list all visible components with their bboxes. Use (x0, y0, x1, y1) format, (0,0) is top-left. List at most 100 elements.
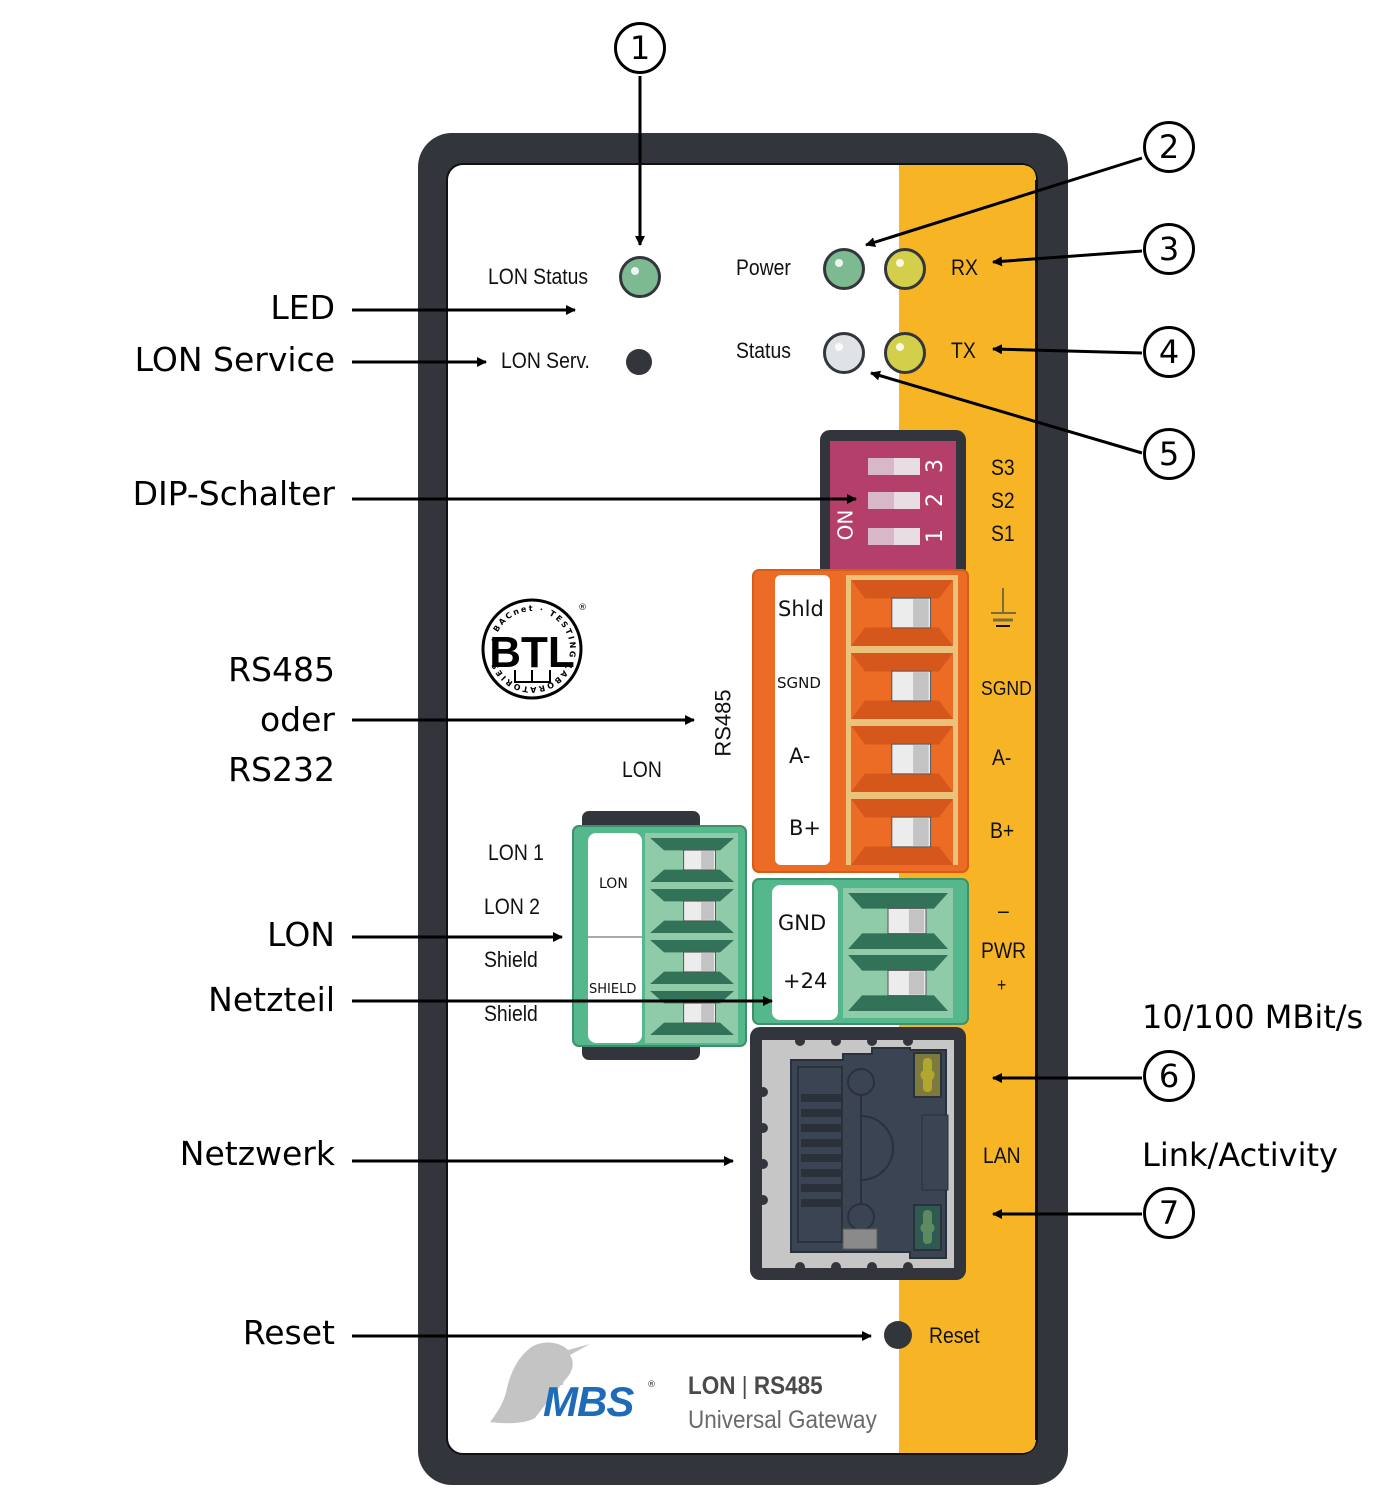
lan-port[interactable] (750, 1027, 966, 1280)
btl-letters: BTL (489, 628, 575, 677)
lon-pin-label-lon2: LON 2 (484, 894, 540, 919)
power-pin-gnd: GND (778, 911, 827, 935)
callout-1: 1 (614, 22, 666, 74)
callout-6: 6 (1143, 1050, 1195, 1102)
dip-side-label-s2: S2 (991, 488, 1015, 513)
mbs-penguin-logo (490, 1342, 590, 1424)
left-label-netzteil: Netzteil (208, 980, 335, 1019)
rs485-terminal-slot-4[interactable] (851, 799, 953, 865)
left-label-led: LED (270, 288, 335, 327)
power-terminal-slot-1[interactable] (848, 893, 948, 949)
lon-terminal-slot-1[interactable] (650, 838, 734, 882)
arrow-callout-4 (992, 344, 1143, 355)
left-label-dip: DIP-Schalter (132, 474, 335, 513)
callout-1-number: 1 (629, 29, 651, 67)
dip-number-1: 1 (923, 529, 948, 543)
lon-pin-label-shield-2: Shield (484, 1001, 538, 1026)
reset-button[interactable] (884, 1321, 912, 1349)
product-subtitle: Universal Gateway (688, 1406, 877, 1434)
dip-switch-2[interactable] (868, 492, 920, 509)
rs485-terminal-slot-3[interactable] (851, 726, 953, 792)
power-terminal-slot-2[interactable] (848, 955, 948, 1011)
tx-led (884, 332, 926, 374)
rs485-pin-sgnd: SGND (777, 674, 821, 692)
dip-number-2: 2 (923, 493, 948, 507)
lon-group-label: LON (599, 876, 628, 892)
left-label-rs485: RS485 (228, 650, 335, 689)
dip-number-3: 3 (923, 459, 948, 473)
stripe-label-a: A- (992, 745, 1012, 770)
power-pin-24v: +24 (783, 969, 828, 993)
callout-7: 7 (1143, 1187, 1195, 1239)
dip-switch-3[interactable] (868, 458, 920, 475)
stripe-label-pwr: PWR (981, 938, 1027, 963)
callout-7-number: 7 (1158, 1194, 1180, 1232)
status-led (823, 332, 865, 374)
arrow-callout-2 (865, 156, 1143, 248)
callout-3-number: 3 (1158, 230, 1180, 268)
stripe-label-b: B+ (990, 818, 1015, 843)
callout-6-number: 6 (1158, 1057, 1180, 1095)
arrow-callout-3 (992, 249, 1143, 267)
callout-7-caption: Link/Activity (1142, 1136, 1338, 1174)
lon-pin-label-lon1: LON 1 (488, 840, 544, 865)
tx-label: TX (951, 338, 976, 363)
lon-terminal-slot-3[interactable] (650, 940, 734, 984)
rs485-terminal-slot-1[interactable] (851, 580, 953, 646)
rs485-pin-b: B+ (789, 816, 822, 840)
rj45-pin (801, 1139, 841, 1147)
callout-4-number: 4 (1158, 333, 1180, 371)
arrow-callout-5 (870, 370, 1143, 455)
rs485-pin-shld: Shld (778, 597, 824, 621)
lan-label: LAN (983, 1143, 1021, 1168)
rx-label: RX (951, 255, 978, 280)
callout-5-number: 5 (1158, 435, 1180, 473)
mbs-brand-text: MBS (543, 1378, 634, 1425)
product-line-lon: LON (688, 1372, 736, 1400)
lon-heading-label: LON (622, 757, 662, 782)
rj45-pin (801, 1154, 841, 1162)
reset-panel-label: Reset (929, 1323, 980, 1348)
product-line: LON | RS485 (688, 1374, 823, 1399)
rj45-pin (801, 1109, 841, 1117)
stripe-label-plus: + (997, 975, 1007, 995)
lon-terminal-slot-4[interactable] (650, 991, 734, 1035)
callout-4: 4 (1143, 326, 1195, 378)
dip-side-label-s1: S1 (991, 521, 1015, 546)
power-led (823, 248, 865, 290)
rj45-pin (801, 1169, 841, 1177)
rs485-terminal-slot-2[interactable] (851, 653, 953, 719)
left-label-netzwerk: Netzwerk (179, 1134, 335, 1173)
rj45-pin (801, 1199, 841, 1207)
callout-5: 5 (1143, 428, 1195, 480)
rx-led (884, 248, 926, 290)
callout-2: 2 (1143, 121, 1195, 173)
lon-serv-label: LON Serv. (501, 348, 590, 373)
dip-on-label: ON (833, 509, 858, 541)
left-label-reset: Reset (242, 1313, 335, 1352)
btl-registered-mark: ® (578, 603, 587, 613)
left-label-oder: oder (259, 700, 335, 739)
callout-6-caption: 10/100 MBit/s (1142, 998, 1364, 1036)
product-line-separator: | (741, 1372, 748, 1400)
status-label: Status (736, 338, 791, 363)
ground-icon (991, 588, 1016, 627)
stripe-label-minus: – (998, 898, 1009, 923)
rs485-vertical-label: RS485 (710, 689, 736, 757)
power-label: Power (736, 255, 791, 280)
product-line-rs485: RS485 (753, 1372, 823, 1400)
lon-terminal-slot-2[interactable] (650, 889, 734, 933)
mbs-registered-mark: ® (647, 1380, 656, 1390)
dip-switch-1[interactable] (868, 528, 920, 545)
callout-3: 3 (1143, 223, 1195, 275)
dip-side-label-s3: S3 (991, 455, 1015, 480)
lon-service-button[interactable] (626, 349, 652, 375)
rj45-pin (801, 1094, 841, 1102)
left-label-lon-service: LON Service (134, 340, 335, 379)
left-label-lon: LON (267, 915, 335, 954)
callout-2-number: 2 (1158, 128, 1180, 166)
shield-group-label: SHIELD (589, 982, 637, 997)
rs485-pin-a: A- (789, 744, 811, 768)
